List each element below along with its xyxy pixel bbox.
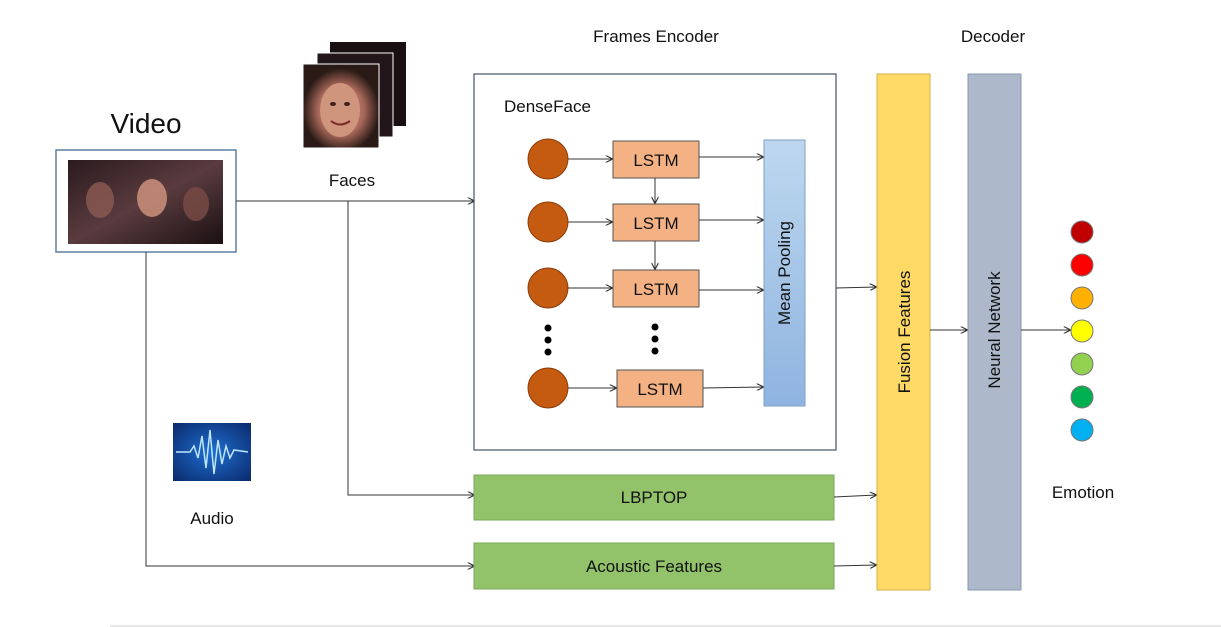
node-ellipsis <box>544 324 552 356</box>
fusion-features-label: Fusion Features <box>895 271 914 394</box>
faces-to-lbptop-arrow <box>347 201 474 495</box>
denseface-node <box>527 367 569 409</box>
denseface-nodes <box>527 138 569 409</box>
neural-network-label: Neural Network <box>985 271 1004 389</box>
denseface-node <box>527 201 569 243</box>
emotion-label: Emotion <box>1052 483 1114 502</box>
lstm-box <box>616 369 704 408</box>
fusion-features-box <box>876 73 931 591</box>
video-thumbnail <box>55 149 237 253</box>
input-connectors <box>145 201 474 566</box>
lstm-box <box>612 269 700 308</box>
denseface-node <box>527 138 569 180</box>
faces-label: Faces <box>329 171 375 190</box>
faces-image-stack <box>302 42 406 149</box>
node-to-lstm-arrows <box>568 159 616 388</box>
lstm-label: LSTM <box>637 380 682 399</box>
audio-label: Audio <box>190 509 233 528</box>
emotion-dot <box>1070 253 1094 277</box>
emotion-dot <box>1070 352 1094 376</box>
lstm-box <box>612 140 700 179</box>
lstm-ellipsis <box>651 323 659 355</box>
acoustic-to-fusion-arrow <box>833 565 876 566</box>
emotion-dot <box>1070 385 1094 409</box>
frames-encoder-heading: Frames Encoder <box>593 27 719 46</box>
lbptop-box <box>473 474 835 521</box>
emotion-dot <box>1070 220 1094 244</box>
emotion-dots <box>1070 220 1094 442</box>
acoustic-features-label: Acoustic Features <box>586 557 722 576</box>
encoder-to-fusion-arrow <box>835 287 876 288</box>
lstm-label: LSTM <box>633 214 678 233</box>
emotion-dot <box>1070 319 1094 343</box>
lstm-to-pooling-arrows <box>699 157 763 388</box>
lstm-label: LSTM <box>633 280 678 299</box>
emotion-dot <box>1070 418 1094 442</box>
denseface-node <box>527 267 569 309</box>
lstm-stack: LSTM LSTM LSTM LSTM <box>612 140 704 408</box>
decoder-heading: Decoder <box>961 27 1026 46</box>
lstm-label: LSTM <box>633 151 678 170</box>
neural-network-box <box>967 73 1022 591</box>
audio-waveform-icon <box>173 423 251 481</box>
emotion-dot <box>1070 286 1094 310</box>
denseface-label: DenseFace <box>504 97 591 116</box>
mean-pooling-box <box>763 139 806 407</box>
lstm-box <box>612 203 700 242</box>
mean-pooling-label: Mean Pooling <box>775 221 794 325</box>
lbptop-label: LBPTOP <box>621 488 688 507</box>
audio-to-acoustic-arrow <box>145 252 474 566</box>
lbptop-to-fusion-arrow <box>833 495 876 497</box>
video-label: Video <box>110 108 181 139</box>
